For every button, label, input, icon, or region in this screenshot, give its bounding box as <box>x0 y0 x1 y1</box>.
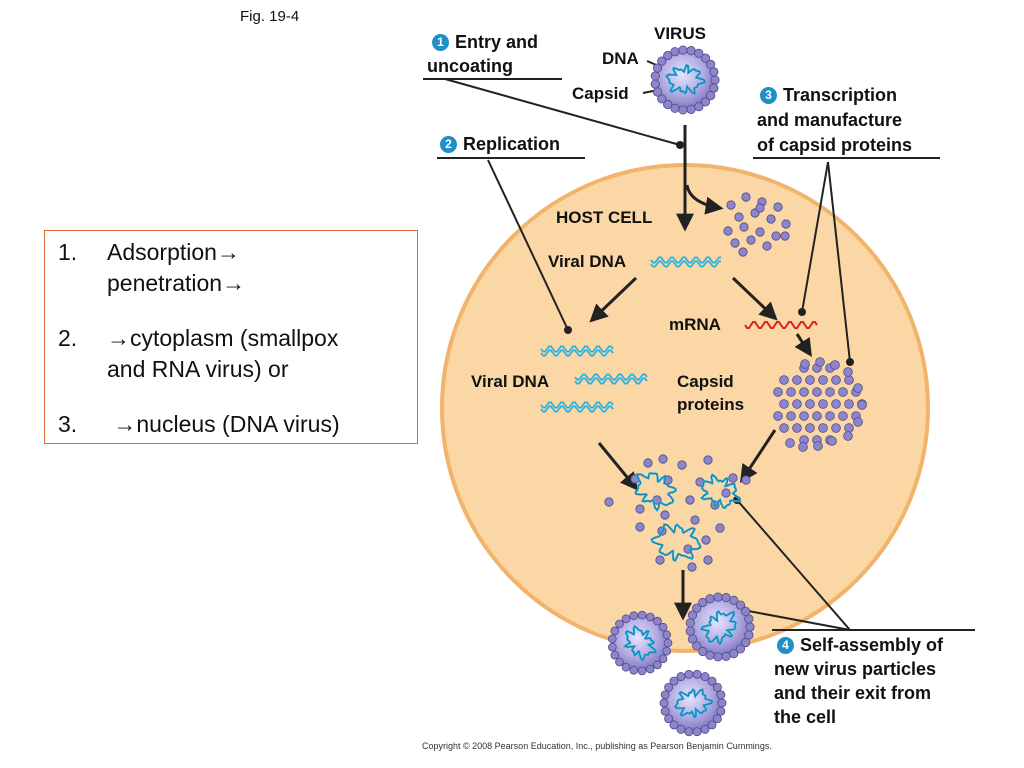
step-3-badge: 3 <box>760 87 777 104</box>
host-cell-label: HOST CELL <box>556 208 653 227</box>
viral-dna-strands <box>540 256 721 413</box>
process-arrows <box>589 125 812 621</box>
copyright-notice: Copyright © 2008 Pearson Education, Inc.… <box>422 741 772 751</box>
capsid-proteins-label-1: Capsid <box>677 372 734 391</box>
dna-label: DNA <box>602 49 639 68</box>
step-2-badge: 2 <box>440 136 457 153</box>
mrna-label: mRNA <box>669 315 721 334</box>
mrna-strand <box>744 320 818 330</box>
capsid-proteins-top <box>723 192 791 257</box>
virus-exit-1 <box>607 610 673 676</box>
viral-dna-label-top: Viral DNA <box>548 252 627 271</box>
viral-dna-label-left: Viral DNA <box>471 372 550 391</box>
virus-label: VIRUS <box>654 24 706 43</box>
step-4-badge: 4 <box>777 637 794 654</box>
virus-exit-3 <box>659 669 727 737</box>
virus-exit-2 <box>685 592 755 662</box>
assembling-dna <box>634 472 742 563</box>
figure-caption: Fig. 19-4 <box>240 8 300 25</box>
capsid-proteins-label-2: proteins <box>677 395 745 414</box>
capsid-proteins-cluster <box>773 357 867 452</box>
step-1-badge: 1 <box>432 34 449 51</box>
notes-box: 1. Adsorption→ penetration→ 2. →cytoplas… <box>44 230 418 444</box>
capsid-label: Capsid <box>572 84 629 103</box>
virus-top <box>650 45 720 115</box>
